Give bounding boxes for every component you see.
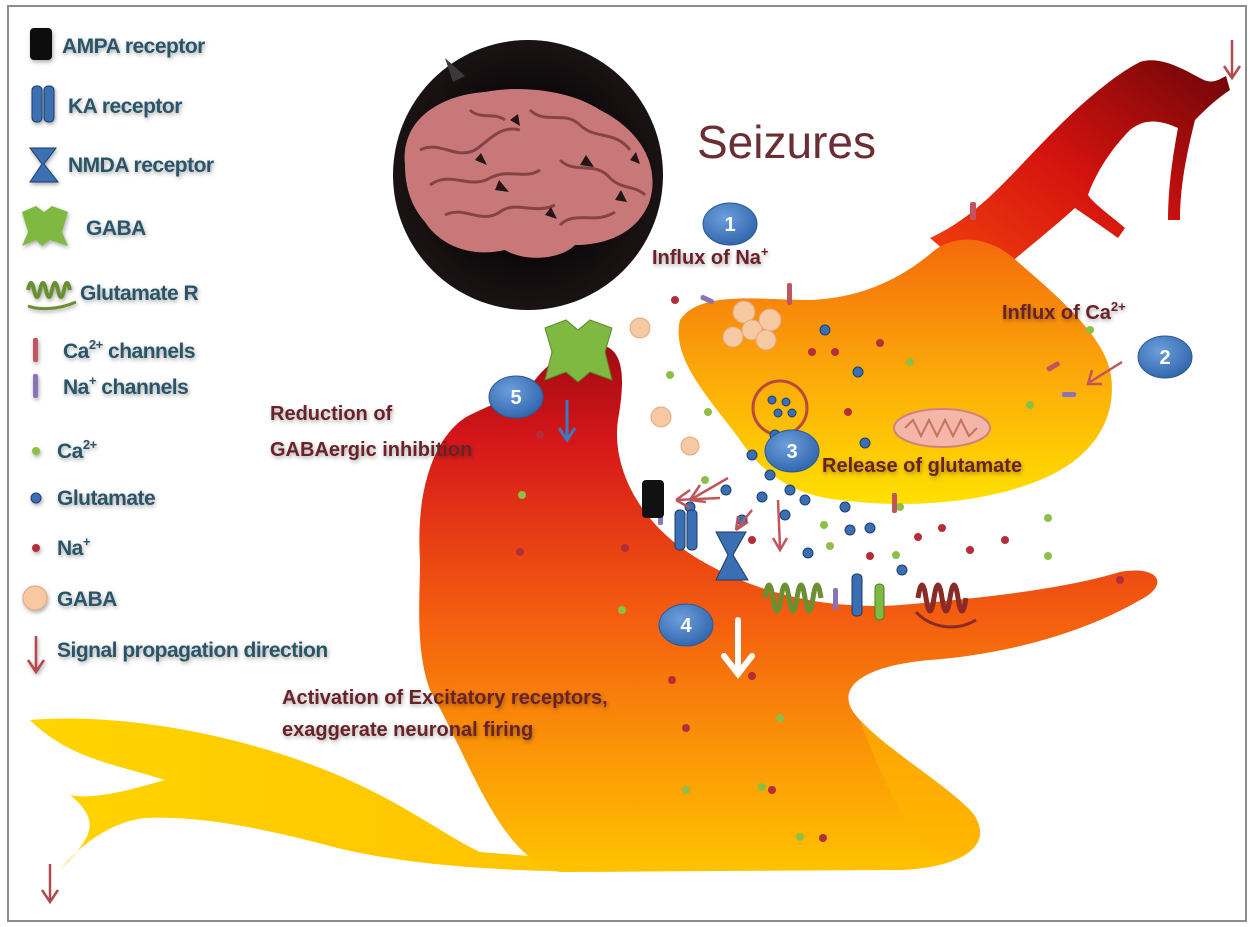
- svg-text:5: 5: [510, 387, 521, 409]
- legend-item-glutamate-r: Glutamate R: [28, 282, 199, 309]
- glutamate-r-icon: [28, 283, 76, 309]
- legend-item-na-channels: Na+ channels: [33, 373, 188, 399]
- svg-text:Na+ channels: Na+ channels: [63, 373, 188, 399]
- nmda-receptor: [716, 532, 748, 580]
- svg-text:Glutamate R: Glutamate R: [80, 282, 199, 305]
- step-label-5-line2: GABAergic inhibition: [270, 439, 472, 461]
- legend-item-gaba-receptor: GABA: [22, 206, 146, 246]
- legend: AMPA receptor KA receptor NMDA receptor …: [22, 28, 328, 672]
- step-label-2: Influx of Ca2+: [1002, 299, 1126, 324]
- signal-arrow-bottom-left: [42, 864, 58, 902]
- gaba-vesicle-icon: [23, 586, 47, 610]
- na-channel-icon: [33, 374, 38, 398]
- legend-item-ca-ion: Ca2+: [32, 437, 98, 463]
- svg-text:Na+: Na+: [57, 534, 91, 560]
- step-label-5-line1: Reduction of: [270, 403, 393, 425]
- svg-text:1: 1: [724, 214, 735, 236]
- legend-item-nmda: NMDA receptor: [30, 148, 214, 182]
- diagram-title: Seizures: [697, 116, 876, 168]
- svg-text:2: 2: [1159, 347, 1170, 369]
- step-badge-4: 4: [659, 604, 713, 646]
- step-badge-5: 5: [489, 376, 543, 418]
- signal-arrow-top-right: [1224, 40, 1240, 78]
- ka-receptor-green: [875, 584, 884, 620]
- step-badge-1: 1: [703, 203, 757, 245]
- ca-channel-icon: [33, 338, 38, 362]
- svg-text:GABA: GABA: [86, 217, 146, 240]
- legend-item-na-ion: Na+: [32, 534, 91, 560]
- legend-item-glutamate: Glutamate: [31, 487, 155, 510]
- ampa-receptor: [642, 480, 664, 518]
- svg-text:4: 4: [680, 615, 692, 637]
- nmda-receptor-icon: [30, 148, 58, 182]
- na-dot-icon: [32, 544, 40, 552]
- svg-text:AMPA receptor: AMPA receptor: [62, 35, 205, 58]
- legend-item-ca-channels: Ca2+ channels: [33, 337, 195, 363]
- glutamate-dot-icon: [31, 493, 41, 503]
- brain-illustration: [393, 40, 663, 310]
- ka-receptor-icon: [32, 86, 54, 122]
- step-label-1: Influx of Na+: [652, 244, 769, 269]
- legend-item-ampa: AMPA receptor: [30, 28, 205, 60]
- legend-item-signal: Signal propagation direction: [28, 636, 328, 672]
- ca-dot-icon: [32, 447, 40, 455]
- mitochondrion: [894, 409, 990, 447]
- step-label-4-line1: Activation of Excitatory receptors,: [282, 687, 608, 709]
- legend-item-ka: KA receptor: [32, 86, 182, 122]
- legend-item-gaba: GABA: [23, 586, 117, 611]
- step-label-3: Release of glutamate: [822, 455, 1022, 477]
- svg-text:Ca2+: Ca2+: [57, 437, 98, 463]
- step-label-4-line2: exaggerate neuronal firing: [282, 719, 533, 741]
- svg-text:Ca2+ channels: Ca2+ channels: [63, 337, 195, 363]
- svg-text:Glutamate: Glutamate: [57, 487, 155, 510]
- gaba-receptor-icon: [22, 206, 68, 246]
- signal-arrow-icon: [28, 636, 44, 672]
- gaba-receptor-on-neuron: [545, 320, 612, 382]
- step-badge-3: 3: [765, 430, 819, 472]
- svg-text:GABA: GABA: [57, 588, 117, 611]
- svg-text:3: 3: [786, 441, 797, 463]
- svg-text:KA receptor: KA receptor: [68, 95, 182, 118]
- svg-text:Signal propagation direction: Signal propagation direction: [57, 639, 328, 662]
- step-badge-2: 2: [1138, 336, 1192, 378]
- ampa-receptor-icon: [30, 28, 52, 60]
- svg-text:NMDA receptor: NMDA receptor: [68, 154, 214, 177]
